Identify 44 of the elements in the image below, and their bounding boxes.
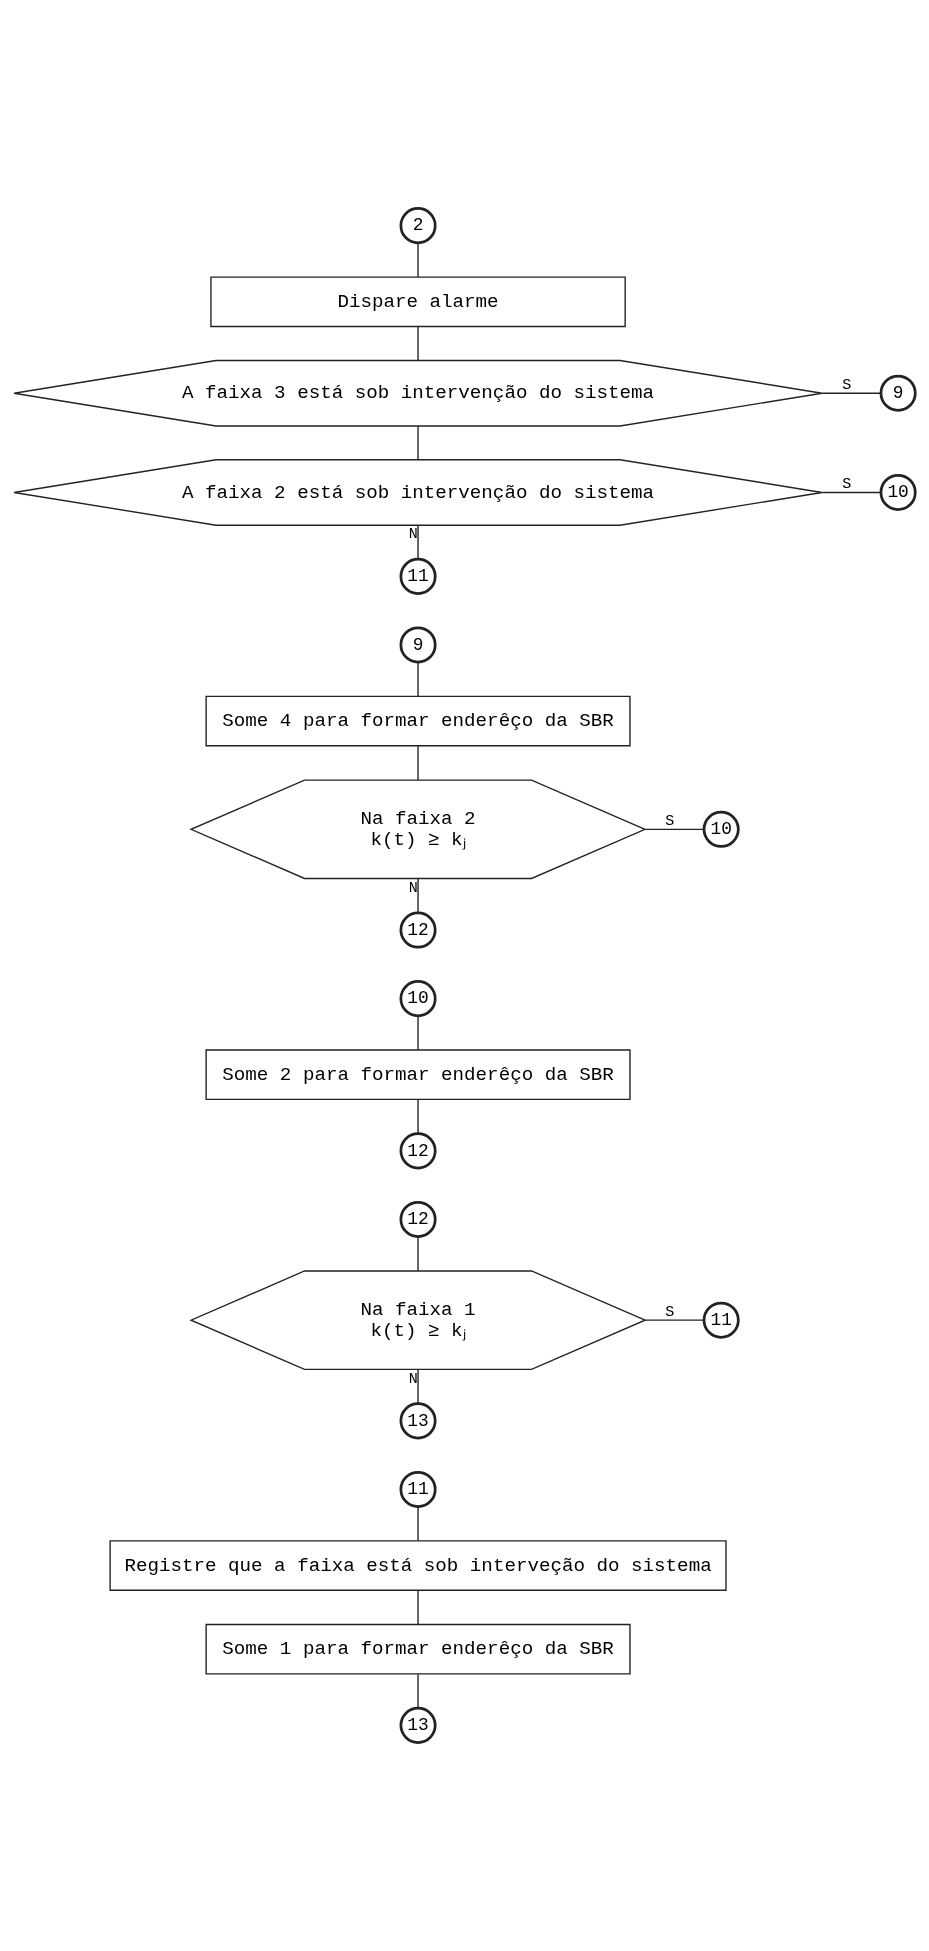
connector [417,1236,419,1272]
connector [417,1673,419,1709]
edge-label: S [842,375,852,394]
node-circle: 9 [879,374,917,412]
connector [417,326,419,361]
node-box: Some 4 para formar enderêço da SBR [205,695,631,747]
node-box: Dispare alarme [210,276,626,328]
connector [821,491,882,494]
node-circle: 12 [399,911,437,949]
connector [821,392,882,394]
connector [417,1506,419,1542]
node-circle: 11 [702,1301,740,1339]
node-circle: 12 [399,1132,437,1170]
node-circle: 10 [399,980,437,1018]
connector [417,877,419,914]
edge-label: N [408,525,418,544]
edge-label: S [665,1302,675,1321]
edge-label: N [408,879,418,898]
node-circle: 10 [879,473,917,511]
edge-label: S [665,811,675,830]
node-box: Registre que a faixa está sob interveção do sistema [109,1540,727,1591]
connector [417,1099,419,1135]
connector [417,1589,419,1625]
connector [417,661,419,697]
node-box: Some 2 para formar enderêço da SBR [205,1049,631,1101]
edge-label: N [408,1370,418,1389]
node-circle: 11 [399,557,437,595]
node-circle: 11 [399,1470,437,1508]
connector [417,1368,419,1404]
node-circle: 13 [399,1402,437,1440]
connector [417,242,419,278]
node-circle: 10 [702,810,740,848]
edge-label: S [842,475,852,494]
node-box: Some 1 para formar enderêço da SBR [205,1623,631,1675]
connector [417,524,419,560]
node-circle: 12 [399,1200,437,1238]
node-circle: 9 [399,626,437,664]
connector [417,425,419,461]
connector [417,1015,419,1051]
node-circle: 13 [399,1706,437,1744]
connector [417,745,419,781]
connector [644,1319,705,1321]
connector [644,828,705,830]
node-circle: 2 [399,207,437,245]
